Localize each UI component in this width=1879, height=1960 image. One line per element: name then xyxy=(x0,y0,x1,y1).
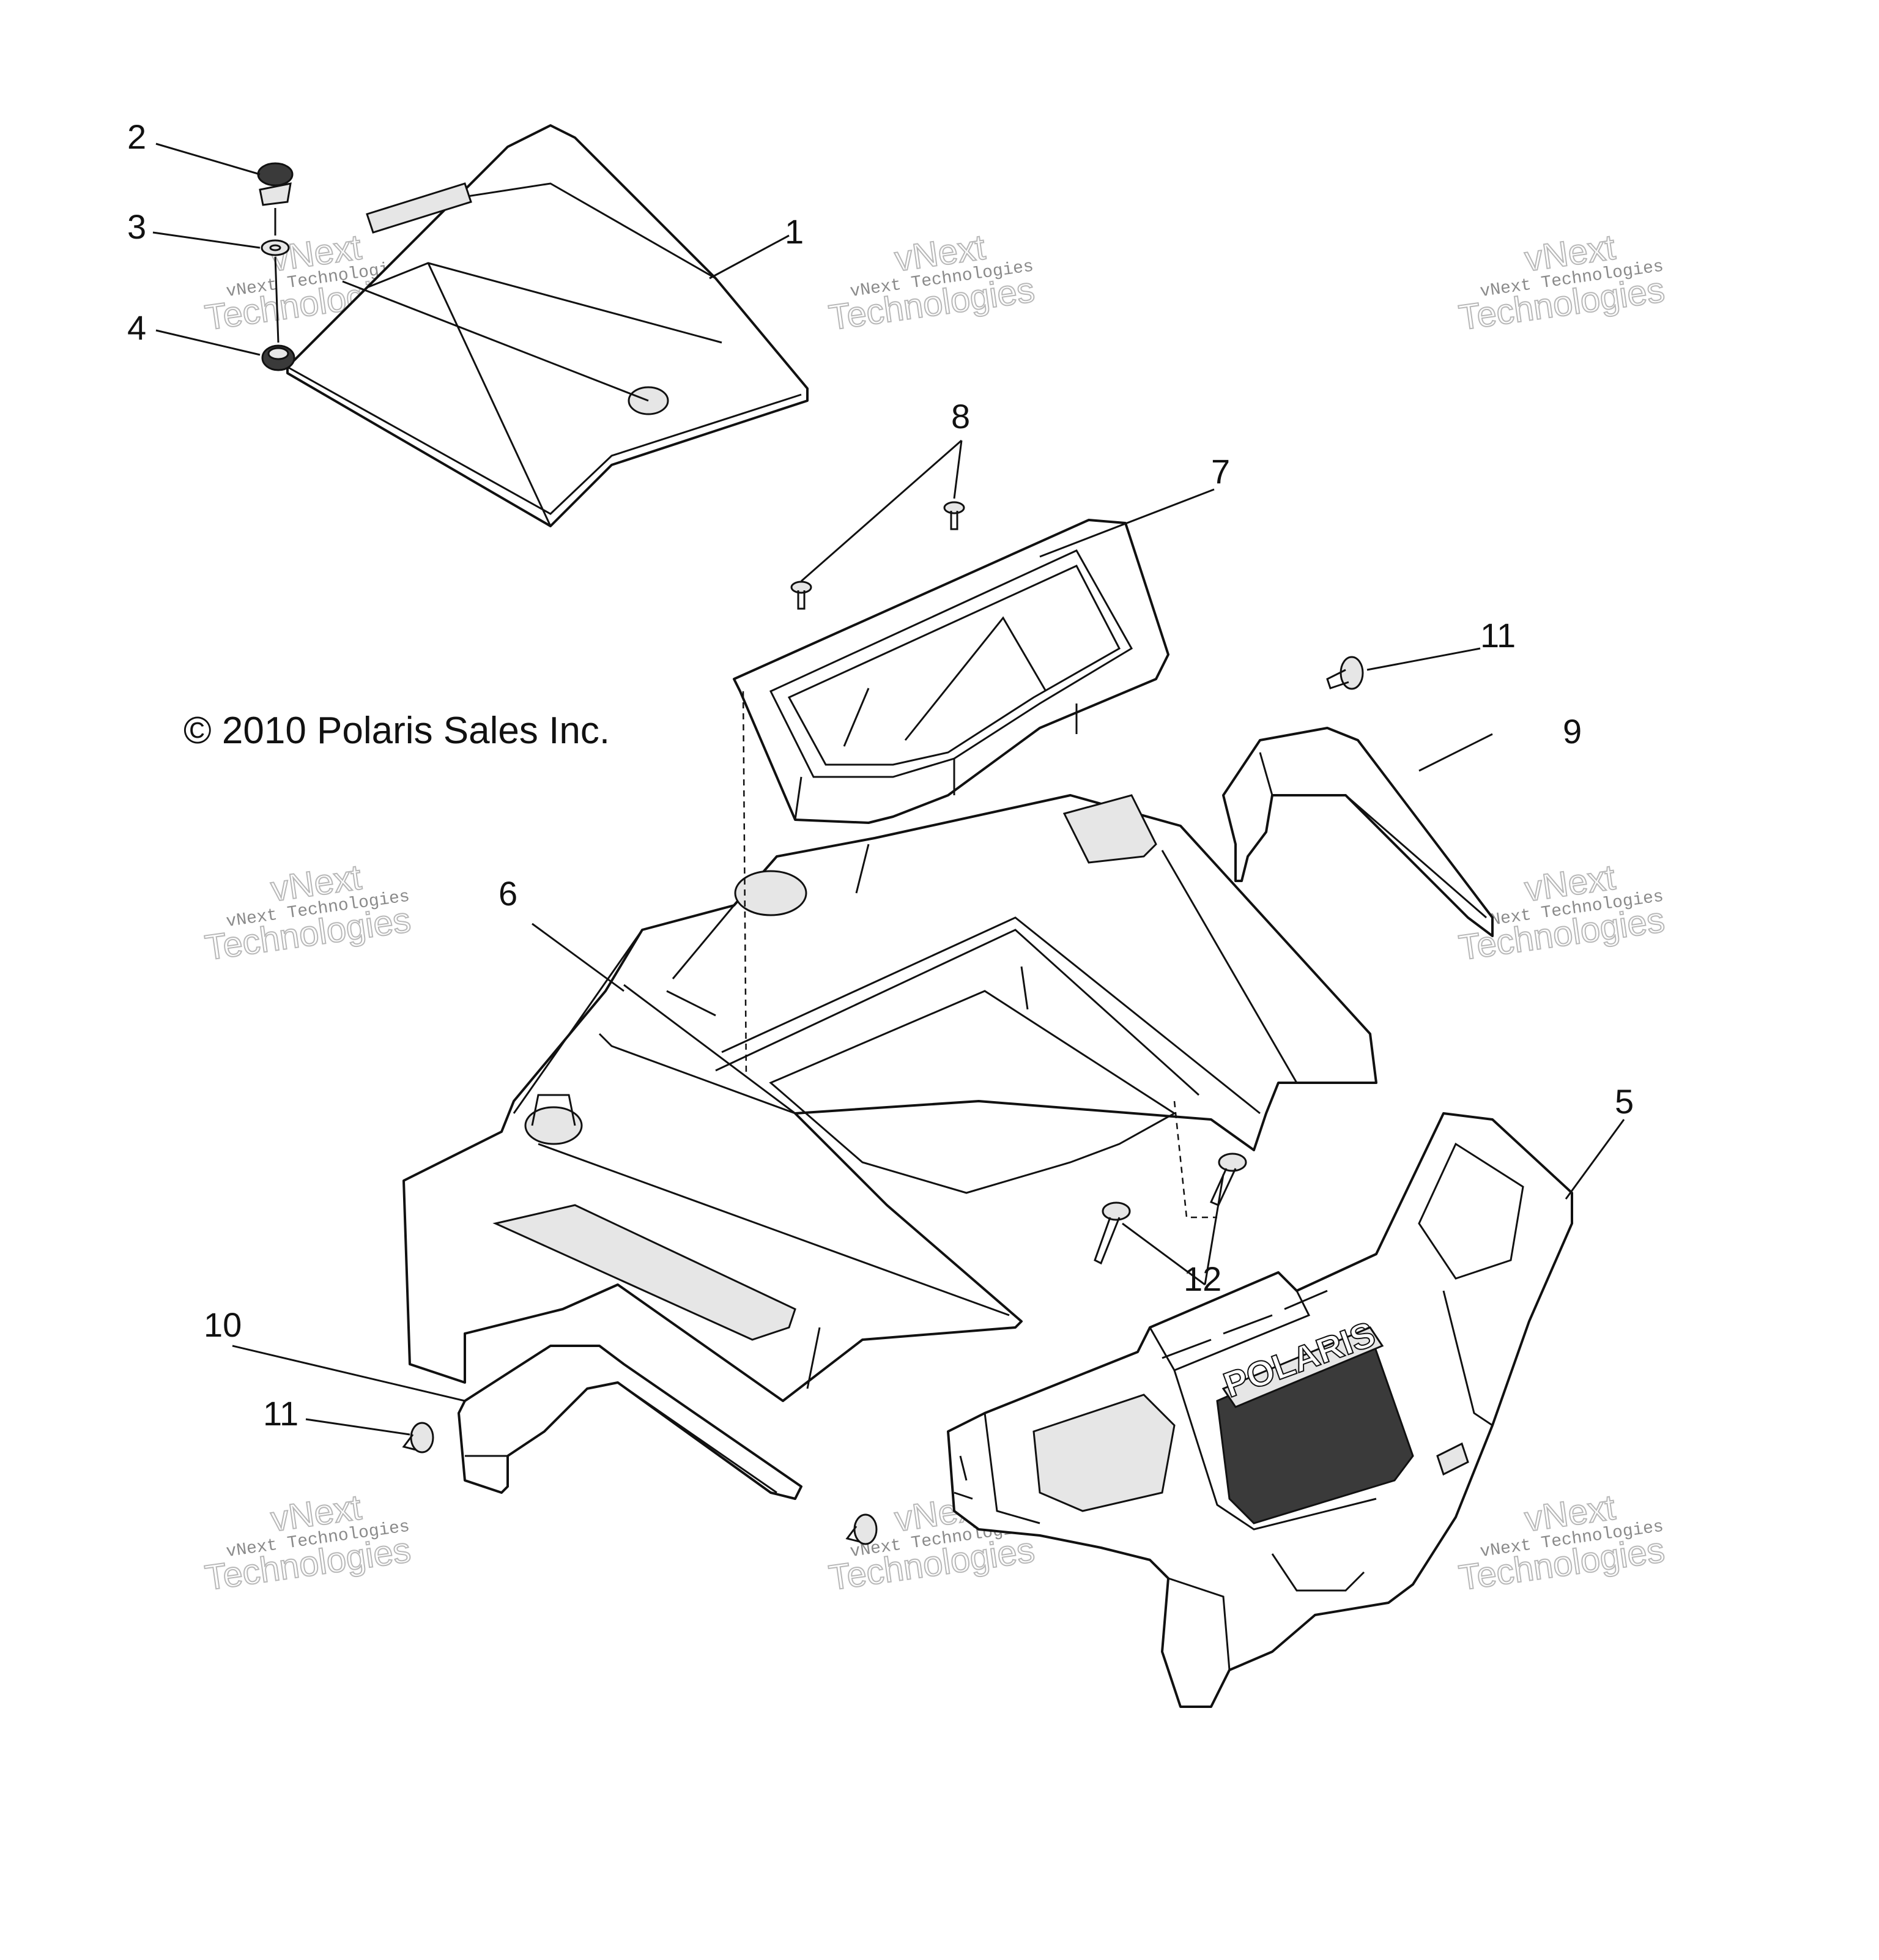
callout-11: 11 xyxy=(1480,616,1516,655)
part-1-hood-cover xyxy=(286,124,809,527)
leader-lines xyxy=(152,143,1625,1436)
part-12-screw xyxy=(1209,1153,1247,1206)
part-8-screw xyxy=(943,501,965,530)
assembly-dashed-line xyxy=(742,691,747,1077)
callout-12: 12 xyxy=(1184,1260,1221,1298)
part-11-push-rivet xyxy=(845,1513,878,1545)
callout-9: 9 xyxy=(1563,712,1582,751)
copyright-notice: © 2010 Polaris Sales Inc. xyxy=(183,710,610,752)
part-2-fastener-knob xyxy=(257,162,294,206)
part-10-fender-flare xyxy=(458,1345,802,1500)
part-9-fender-flare xyxy=(1222,727,1494,937)
fastener-axis-line xyxy=(274,208,280,343)
callout-5: 5 xyxy=(1615,1082,1634,1121)
assembly-dashed-line xyxy=(1173,1101,1217,1219)
callout-6: 6 xyxy=(498,874,517,913)
part-12-screw xyxy=(1094,1201,1131,1265)
callout-1: 1 xyxy=(785,212,804,251)
callout-10: 10 xyxy=(204,1305,242,1344)
part-4-grommet xyxy=(261,344,295,371)
part-5-front-grille: POLARIS xyxy=(947,1112,1573,1708)
callout-2: 2 xyxy=(127,117,146,156)
callout-11: 11 xyxy=(263,1394,298,1433)
callout-labels: 1 2 3 4 5 6 7 8 9 10 11 11 12 xyxy=(127,117,1634,1433)
callout-3: 3 xyxy=(127,207,146,246)
part-11-push-rivet xyxy=(402,1422,434,1453)
callout-4: 4 xyxy=(127,308,146,347)
part-3-washer xyxy=(261,239,290,256)
part-7-storage-tray xyxy=(733,519,1169,824)
part-8-screw xyxy=(790,581,812,610)
part-11-push-rivet xyxy=(1326,656,1364,690)
callout-8: 8 xyxy=(951,397,970,436)
part-6-body-panel xyxy=(402,794,1377,1402)
callout-7: 7 xyxy=(1211,452,1230,491)
